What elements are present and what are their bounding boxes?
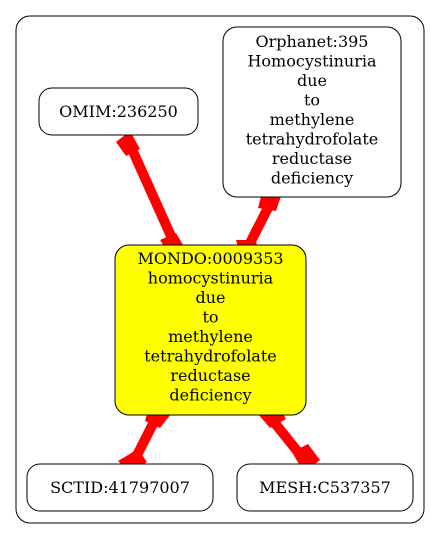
node-mesh[interactable]: MESH:C537357 <box>236 463 414 512</box>
orphanet-label-line: deficiency <box>271 169 353 188</box>
mesh-label-line: MESH:C537357 <box>259 478 391 497</box>
orphanet-label-line: tetrahydrofolate <box>246 130 379 149</box>
mondo-label-line: tetrahydrofolate <box>144 347 277 366</box>
orphanet-label-line: Homocystinuria <box>247 52 377 71</box>
node-mondo-box <box>114 244 307 416</box>
node-sctid-label: SCTID:41797007 <box>50 478 190 497</box>
orphanet-label-line: due <box>297 71 327 90</box>
node-sctid[interactable]: SCTID:41797007 <box>26 463 214 512</box>
node-mesh-box <box>236 463 414 512</box>
node-omim-box <box>38 87 199 136</box>
orphanet-label-line: reductase <box>272 149 352 168</box>
omim-label-line: OMIM:236250 <box>59 102 178 121</box>
mondo-label-line: methylene <box>168 327 253 346</box>
node-mesh-label: MESH:C537357 <box>259 478 391 497</box>
edge-omim-mondo <box>116 131 186 255</box>
graph-cluster-border <box>15 15 425 524</box>
mondo-label-line: deficiency <box>169 386 251 405</box>
orphanet-label-line: to <box>304 91 320 110</box>
mondo-label-line: reductase <box>170 366 250 385</box>
node-sctid-box <box>26 463 214 512</box>
node-omim-label: OMIM:236250 <box>59 102 178 121</box>
orphanet-label-line: methylene <box>270 110 355 129</box>
orphanet-label-line: Orphanet:395 <box>256 32 369 51</box>
mondo-label-line: homocystinuria <box>148 269 274 288</box>
mondo-label-line: MONDO:0009353 <box>137 249 283 268</box>
mondo-label-line: due <box>195 288 225 307</box>
sctid-label-line: SCTID:41797007 <box>50 478 190 497</box>
node-orphanet-box <box>222 26 402 198</box>
edge-mondo-sctid <box>118 407 171 473</box>
mondo-label-line: to <box>202 308 218 327</box>
node-omim[interactable]: OMIM:236250 <box>38 87 199 136</box>
